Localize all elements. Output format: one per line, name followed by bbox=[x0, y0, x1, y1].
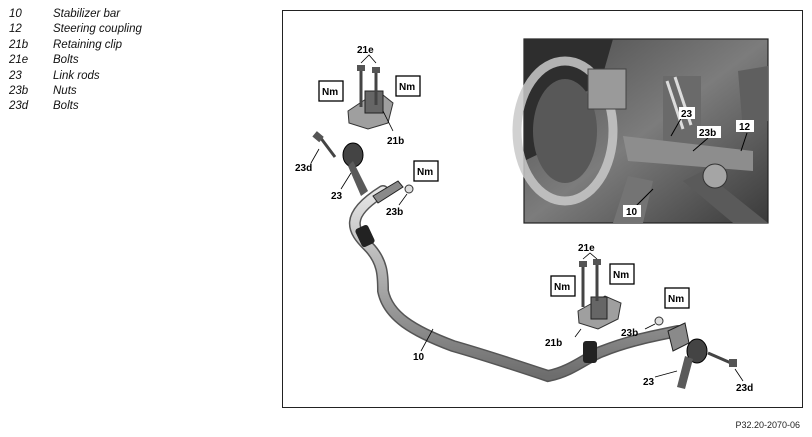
legend-code: 10 bbox=[9, 8, 22, 20]
torque-badge: Nm bbox=[554, 282, 570, 293]
right-mount-parts: 21e 21b Nm Nm 23b Nm 23 23d bbox=[545, 243, 753, 394]
left-mount-parts: 21e 21b Nm Nm 23d 23 23b Nm bbox=[295, 45, 439, 218]
callout-label: 10 bbox=[413, 352, 425, 363]
legend-code: 23 bbox=[9, 69, 22, 82]
legend-desc: Steering coupling bbox=[53, 23, 142, 36]
callout-label: 23d bbox=[736, 383, 753, 394]
legend-desc: Bolts bbox=[53, 54, 79, 67]
callout-label: 21b bbox=[387, 136, 404, 147]
torque-badge: Nm bbox=[417, 167, 433, 178]
callout-label: 21e bbox=[357, 45, 374, 56]
figure-reference: P32.20-2070-06 bbox=[735, 420, 800, 430]
callout-label: 23 bbox=[331, 191, 343, 202]
stabilizer-bar bbox=[348, 185, 684, 383]
callout-label: 23 bbox=[643, 377, 655, 388]
legend-code: 12 bbox=[9, 23, 22, 36]
callout-label: 23b bbox=[621, 328, 638, 339]
callout-label: 23b bbox=[699, 128, 716, 139]
diagram-frame: 23 23b 12 10 21e 21b bbox=[282, 10, 803, 408]
vehicle-photo-inset: 23 23b 12 10 bbox=[512, 38, 769, 224]
exploded-diagram: 23 23b 12 10 21e 21b bbox=[295, 38, 769, 394]
callout-label: 21b bbox=[545, 338, 562, 349]
legend-desc: Retaining clip bbox=[53, 38, 123, 51]
torque-badge: Nm bbox=[399, 82, 415, 93]
legend-code: 21e bbox=[9, 54, 29, 67]
torque-badge: Nm bbox=[668, 294, 684, 305]
legend-desc: Nuts bbox=[53, 84, 77, 97]
legend-desc: Link rods bbox=[53, 69, 100, 82]
legend-code: 23b bbox=[9, 84, 29, 97]
torque-badge: Nm bbox=[322, 87, 338, 98]
callout-label: 21e bbox=[578, 243, 595, 254]
callout-label: 23 bbox=[681, 109, 693, 120]
legend-desc: Bolts bbox=[53, 100, 79, 113]
legend-code: 23d bbox=[9, 100, 29, 113]
legend-desc: Stabilizer bar bbox=[53, 8, 121, 20]
legend-code: 21b bbox=[9, 38, 29, 51]
callout-label: 10 bbox=[626, 207, 638, 218]
callout-label: 23b bbox=[386, 207, 403, 218]
torque-badge: Nm bbox=[613, 270, 629, 281]
callout-label: 23d bbox=[295, 163, 312, 174]
callout-label: 12 bbox=[739, 122, 751, 133]
